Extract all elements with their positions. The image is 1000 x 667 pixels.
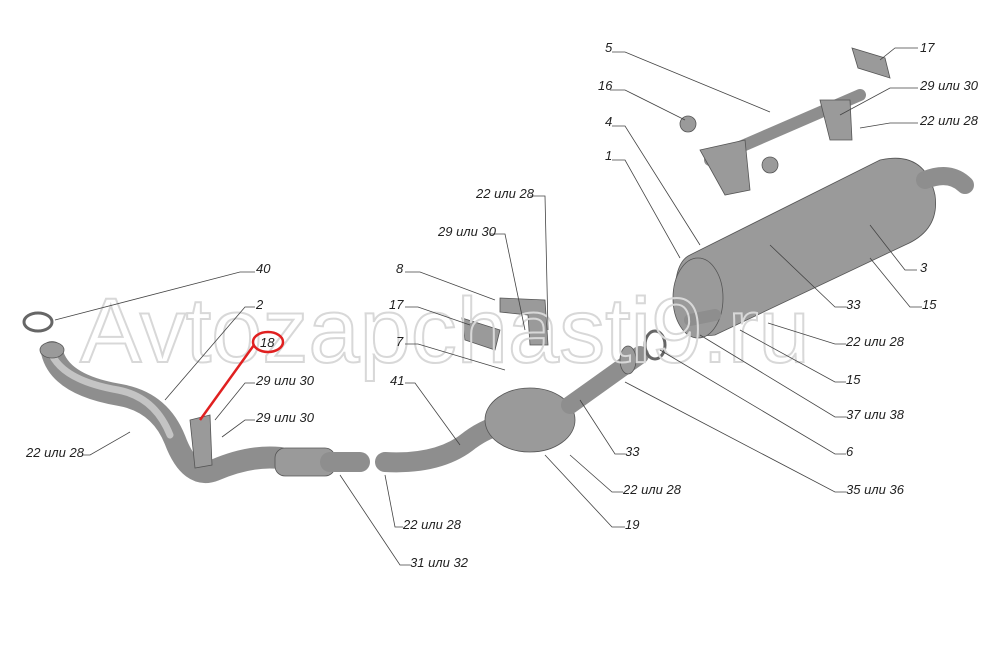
hanger-17	[461, 317, 501, 351]
callout-15[interactable]: 15	[846, 372, 861, 387]
callout-31-or-32[interactable]: 31 или 32	[410, 555, 469, 570]
callout-22-or-28[interactable]: 22 или 28	[402, 517, 462, 532]
callout-19[interactable]: 19	[625, 517, 639, 532]
callout-7[interactable]: 7	[396, 334, 404, 349]
callout-5[interactable]: 5	[605, 40, 613, 55]
callout-4[interactable]: 4	[605, 114, 612, 129]
callout-22-or-28[interactable]: 22 или 28	[475, 186, 535, 201]
callout-2[interactable]: 2	[255, 297, 264, 312]
callout-22-or-28[interactable]: 22 или 28	[25, 445, 85, 460]
gasket-6	[643, 329, 667, 361]
clamp-40	[22, 311, 54, 333]
callout-16[interactable]: 16	[598, 78, 613, 93]
leader-lines	[54, 47, 922, 566]
callout-1[interactable]: 1	[605, 148, 612, 163]
callout-33[interactable]: 33	[625, 444, 640, 459]
callout-29-or-30[interactable]: 29 или 30	[255, 410, 315, 425]
bracket-8	[499, 297, 549, 346]
callout-33[interactable]: 33	[846, 297, 861, 312]
callout-29-or-30[interactable]: 29 или 30	[919, 78, 979, 93]
callout-15[interactable]: 15	[922, 297, 937, 312]
callout-22-or-28[interactable]: 22 или 28	[919, 113, 979, 128]
callout-17[interactable]: 17	[389, 297, 404, 312]
catalytic-converter	[484, 345, 649, 453]
callout-29-or-30[interactable]: 29 или 30	[437, 224, 497, 239]
highlight-18	[198, 330, 285, 421]
callout-6[interactable]: 6	[846, 444, 854, 459]
muffler	[672, 157, 974, 339]
callout-40[interactable]: 40	[256, 261, 271, 276]
callout-8[interactable]: 8	[396, 261, 404, 276]
callout-29-or-30[interactable]: 29 или 30	[255, 373, 315, 388]
callout-3[interactable]: 3	[920, 260, 928, 275]
callout-22-or-28[interactable]: 22 или 28	[845, 334, 905, 349]
callout-37-or-38[interactable]: 37 или 38	[846, 407, 905, 422]
callout-17[interactable]: 17	[920, 40, 935, 55]
callout-35-or-36[interactable]: 35 или 36	[846, 482, 905, 497]
callout-labels: 5 17 16 29 или 30 22 или 28 4 1 22 или 2…	[25, 40, 979, 570]
hanger-17-top	[851, 47, 891, 79]
callout-18-highlighted[interactable]: 18	[260, 335, 275, 350]
crossmember-5	[699, 89, 866, 196]
callout-41[interactable]: 41	[390, 373, 404, 388]
watermark: Avtozapchasti9.ru	[80, 280, 810, 382]
rubber-16	[679, 115, 779, 174]
callout-22-or-28[interactable]: 22 или 28	[622, 482, 682, 497]
